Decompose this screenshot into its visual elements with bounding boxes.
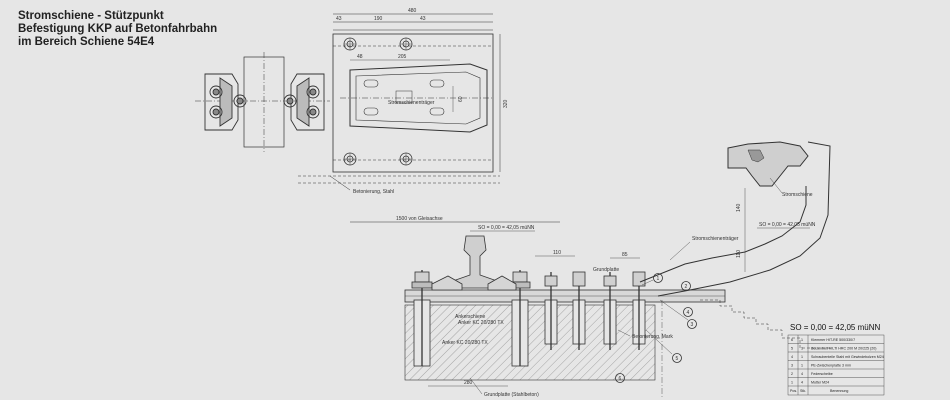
svg-text:5: 5: [676, 356, 679, 362]
title-line-3: im Bereich Schiene 54E4: [18, 36, 155, 48]
callout-4: 4: [683, 307, 693, 317]
running-rail: [449, 235, 501, 289]
dim-v-110: 110: [736, 250, 742, 258]
plan-view: 480 43 190 43 48 205 Stromschienenträger…: [298, 8, 509, 195]
plan-bolt-bottom-right: [399, 152, 413, 166]
title-line-1: Stromschiene - Stützpunkt: [18, 10, 164, 22]
svg-text:4: 4: [791, 355, 793, 359]
svg-text:Klemmer HIT-RE 500/330/7: Klemmer HIT-RE 500/330/7: [811, 338, 855, 342]
bracket-label: Stromschienenträger: [692, 236, 739, 242]
plan-bolt-top-left: [343, 37, 357, 51]
main-so-label: SO = 0,00 = 42,05 müNN: [790, 323, 880, 332]
svg-text:6: 6: [791, 338, 793, 342]
callout-2: 2: [681, 281, 691, 291]
svg-text:4: 4: [687, 310, 690, 316]
plan-dim-top-mid: 190: [374, 16, 383, 22]
svg-text:1: 1: [791, 381, 793, 385]
base-label: Grundplatte (Stahlbeton): [484, 392, 539, 398]
svg-text:1: 1: [801, 347, 803, 351]
plan-dim-top-right: 43: [420, 16, 426, 22]
svg-text:PE-Zwischenplatte 3 mm: PE-Zwischenplatte 3 mm: [811, 364, 851, 368]
svg-text:Stk.: Stk.: [800, 389, 806, 393]
nut-left: [411, 271, 433, 289]
dim-85: 85: [622, 252, 628, 258]
svg-text:1: 1: [657, 276, 660, 282]
anchor-type-label: Anker KC 20/280 TX: [458, 320, 504, 326]
plan-dim-inner-1: 48: [357, 54, 363, 60]
plan-dim-inner-2: 205: [398, 54, 407, 60]
nut-r1: [544, 275, 558, 287]
svg-text:4: 4: [801, 381, 803, 385]
dim-280: 280: [464, 380, 473, 386]
svg-text:Benennung: Benennung: [830, 389, 848, 393]
plan-dim-height: 320: [503, 99, 509, 108]
callout-5: 5: [672, 353, 682, 363]
gauge-dimension: 1500 von Gleisachse: [396, 216, 443, 222]
dim-v-140: 140: [736, 203, 742, 212]
fastening-side-view: [195, 52, 330, 152]
anchor-left-label: Ankerschiene: [455, 314, 486, 320]
conductor-so-label: SO = 0,00 = 42,05 müNN: [759, 222, 816, 228]
svg-text:Federscheibe: Federscheibe: [811, 372, 833, 376]
svg-text:1: 1: [801, 338, 803, 342]
nut-r4: [632, 271, 646, 287]
tie-label: Betonierung, Mark: [632, 334, 673, 340]
rail-so-label: SO = 0,00 = 42,05 müNN: [478, 225, 535, 231]
callout-3: 3: [687, 319, 697, 329]
svg-text:4: 4: [801, 372, 803, 376]
plan-dim-overall: 480: [408, 8, 417, 14]
dim-110: 110: [553, 250, 561, 256]
svg-text:3: 3: [791, 364, 793, 368]
svg-text:2: 2: [685, 284, 688, 290]
plan-center-label: Stromschienenträger: [388, 100, 435, 106]
svg-text:Schraubenteile Stahl mit Gewin: Schraubenteile Stahl mit Gewindebolzen M…: [811, 355, 884, 359]
drawing-title: Stromschiene - Stützpunkt Befestigung KK…: [18, 10, 217, 49]
svg-text:Bolzenbolt HILTI HRC 200 M 20/: Bolzenbolt HILTI HRC 200 M 20/225 (20): [811, 347, 876, 351]
plan-bottom-label: Betonierung, Stahl: [353, 189, 394, 195]
plan-bolt-bottom-left: [343, 152, 357, 166]
svg-text:1: 1: [801, 364, 803, 368]
plate-label: Grundplatte: [593, 267, 619, 273]
callout-1: 1: [653, 273, 663, 283]
svg-text:5: 5: [791, 347, 793, 351]
conductor-rail: [727, 141, 809, 187]
title-line-2: Befestigung KKP auf Betonfahrbahn: [18, 23, 218, 35]
conductor-rail-label: Stromschiene: [782, 192, 813, 198]
parts-table: [787, 334, 885, 396]
nut-r2: [572, 271, 586, 287]
svg-text:6: 6: [619, 376, 622, 382]
parts-table-text: 6 1 Klemmer HIT-RE 500/330/7 5 1 Bolzenb…: [790, 338, 884, 393]
base-plate-plan: [332, 33, 494, 173]
svg-text:2: 2: [791, 372, 793, 376]
svg-text:1: 1: [801, 355, 803, 359]
plan-dim-small: 60: [458, 96, 464, 102]
plan-dim-top-left: 43: [336, 16, 342, 22]
callout-6: 6: [615, 373, 625, 383]
nut-r3: [603, 275, 617, 287]
plan-bolt-top-right: [399, 37, 413, 51]
svg-text:Mutter M24: Mutter M24: [811, 381, 829, 385]
anchor-type-label-2: Anker KC 20/280 TX: [442, 340, 488, 346]
svg-text:Pos.: Pos.: [790, 389, 797, 393]
section-view: 1500 von Gleisachse SO = 0,00 = 42,05 mü…: [350, 141, 831, 398]
svg-text:3: 3: [691, 322, 694, 328]
